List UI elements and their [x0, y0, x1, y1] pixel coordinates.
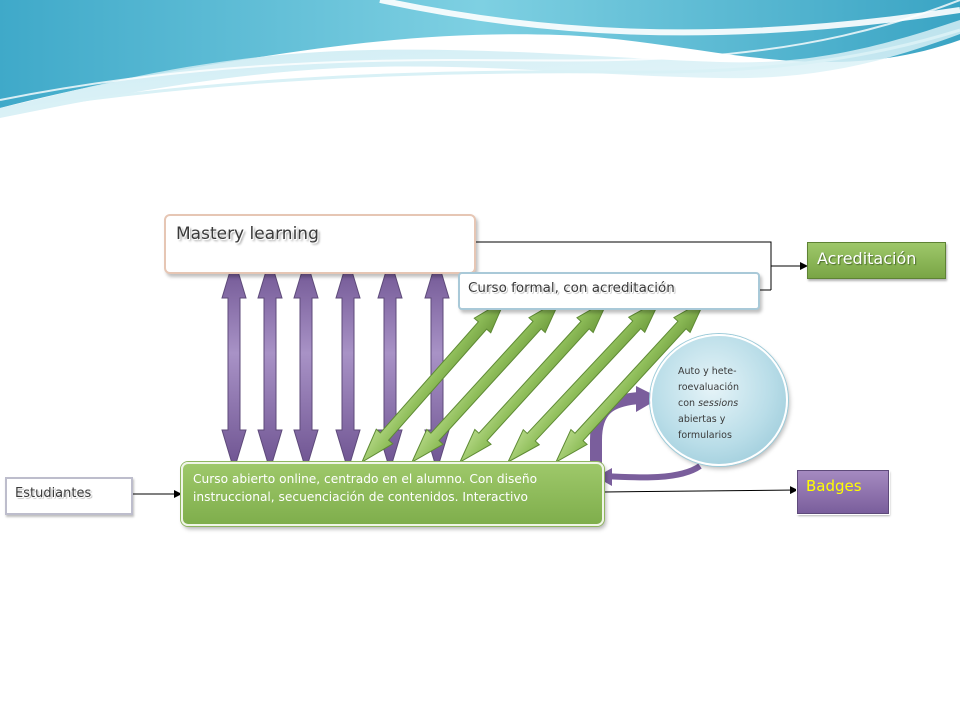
connector-curso-badges: [603, 486, 798, 495]
estudiantes-label: Estudiantes: [15, 486, 92, 501]
evaluacion-line-3-prefix: con: [678, 398, 699, 409]
vertical-double-arrow: [335, 256, 361, 472]
evaluacion-line-4: abiertas y: [678, 414, 726, 425]
vertical-arrows: [221, 256, 450, 472]
evaluacion-circle: Auto y hete- roevaluación con sessions a…: [650, 334, 788, 466]
connectors: [133, 241, 808, 498]
header-wave: [0, 0, 960, 118]
estudiantes-box: Estudiantes: [5, 477, 133, 515]
mastery-learning-label: Mastery learning: [176, 224, 319, 244]
mastery-learning-box: Mastery learning: [164, 214, 476, 274]
badges-box: Badges: [797, 470, 889, 514]
vertical-double-arrow: [293, 256, 319, 472]
vertical-double-arrow: [257, 256, 283, 472]
curso-abierto-box: Curso abierto online, centrado en el alu…: [181, 462, 604, 526]
curso-formal-label: Curso formal, con acreditación: [468, 280, 675, 296]
diagonal-arrows: [360, 298, 707, 464]
evaluacion-line-2: roevaluación: [678, 382, 739, 393]
evaluacion-label: Auto y hete- roevaluación con sessions a…: [678, 364, 778, 444]
badges-label: Badges: [806, 477, 862, 495]
evaluacion-line-3-em: sessions: [698, 398, 739, 409]
curso-formal-box: Curso formal, con acreditación: [458, 272, 760, 310]
connector-mastery-acreditacion: [476, 241, 808, 270]
acreditacion-box: Acreditación: [807, 242, 946, 279]
curso-abierto-label: Curso abierto online, centrado en el alu…: [193, 472, 538, 504]
evaluacion-line-5: formularios: [678, 430, 732, 441]
evaluacion-line-1: Auto y hete-: [678, 366, 737, 377]
vertical-double-arrow: [221, 256, 247, 472]
acreditacion-label: Acreditación: [817, 249, 917, 268]
